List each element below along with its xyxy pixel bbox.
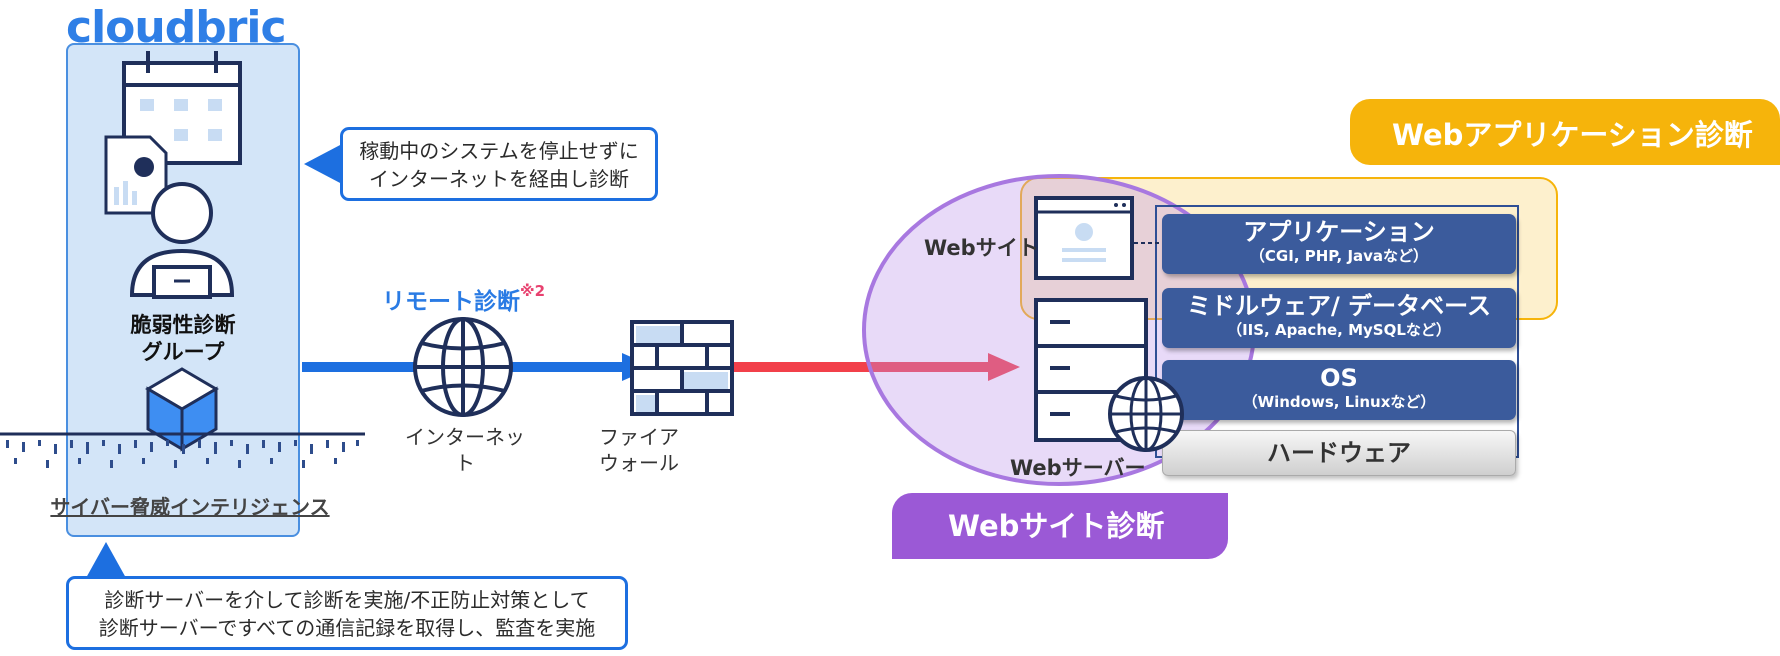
website-window-icon [1034, 196, 1162, 280]
firewall-label-line1: ファイア [599, 425, 679, 449]
remote-diagnosis-text: リモート診断 [382, 289, 520, 315]
callout-bottom: 診断サーバーを介して診断を実施/不正防止対策として 診断サーバーですべての通信記… [66, 576, 628, 650]
remote-diagnosis-label: リモート診断※2 [382, 282, 545, 316]
callout-bottom-line2: 診断サーバーですべての通信記録を取得し、監査を実施 [98, 616, 596, 640]
layer-application: アプリケーション （CGI, PHP, Javaなど） [1162, 214, 1516, 274]
layer-application-sub: （CGI, PHP, Javaなど） [1249, 247, 1429, 265]
layer-os-sub: （Windows, Linuxなど） [1242, 393, 1436, 411]
layer-hardware: ハードウェア [1162, 430, 1516, 476]
calendar-icon [122, 51, 242, 165]
web-server-illustration [1034, 196, 1184, 452]
layer-middleware-title: ミドルウェア/ データベース [1187, 292, 1491, 320]
server-rack-icon [1034, 298, 1148, 442]
intelligence-data-pattern [0, 432, 365, 468]
red-arrow [734, 353, 1020, 381]
group-label-line1: 脆弱性診断 [130, 313, 236, 337]
vulnerability-group-label: 脆弱性診断 グループ [100, 312, 266, 366]
callout-top: 稼動中のシステムを停止せずに インターネットを経由し診断 [340, 127, 658, 201]
internet-label: インターネット [405, 425, 525, 475]
callout-top-line1: 稼動中のシステムを停止せずに [359, 139, 639, 163]
callout-bottom-line1: 診断サーバーを介して診断を実施/不正防止対策として [104, 588, 590, 612]
web-application-diagnosis-tab: Webアプリケーション診断 [1350, 99, 1780, 165]
callout-pointer-left [304, 144, 342, 184]
internet-globe-icon [413, 317, 513, 417]
layer-middleware-sub: （IIS, Apache, MySQLなど） [1227, 321, 1451, 339]
website-diagnosis-tab: Webサイト診断 [892, 493, 1228, 559]
webserver-label: Webサーバー [1010, 456, 1146, 480]
firewall-icon [630, 320, 734, 416]
callout-top-line2: インターネットを経由し診断 [369, 167, 629, 191]
remote-diagnosis-note: ※2 [520, 282, 546, 300]
website-label: Webサイト [924, 236, 1039, 260]
layer-application-title: アプリケーション [1243, 218, 1435, 246]
group-label-line2: グループ [141, 340, 225, 364]
cyber-threat-intel-label: サイバー脅威インテリジェンス [50, 495, 330, 519]
layer-os-title: OS [1320, 364, 1358, 392]
server-globe-icon [1108, 376, 1184, 452]
layer-middleware: ミドルウェア/ データベース （IIS, Apache, MySQLなど） [1162, 288, 1516, 348]
report-document-icon [104, 135, 168, 215]
layer-os: OS （Windows, Linuxなど） [1162, 360, 1516, 420]
network-flow [302, 317, 1020, 417]
analyst-person-icon [129, 182, 235, 299]
group-illustration [104, 51, 242, 452]
callout-pointer-up [86, 542, 126, 578]
firewall-label-line2: ウォール [599, 451, 679, 475]
firewall-label: ファイア ウォール [594, 424, 684, 476]
